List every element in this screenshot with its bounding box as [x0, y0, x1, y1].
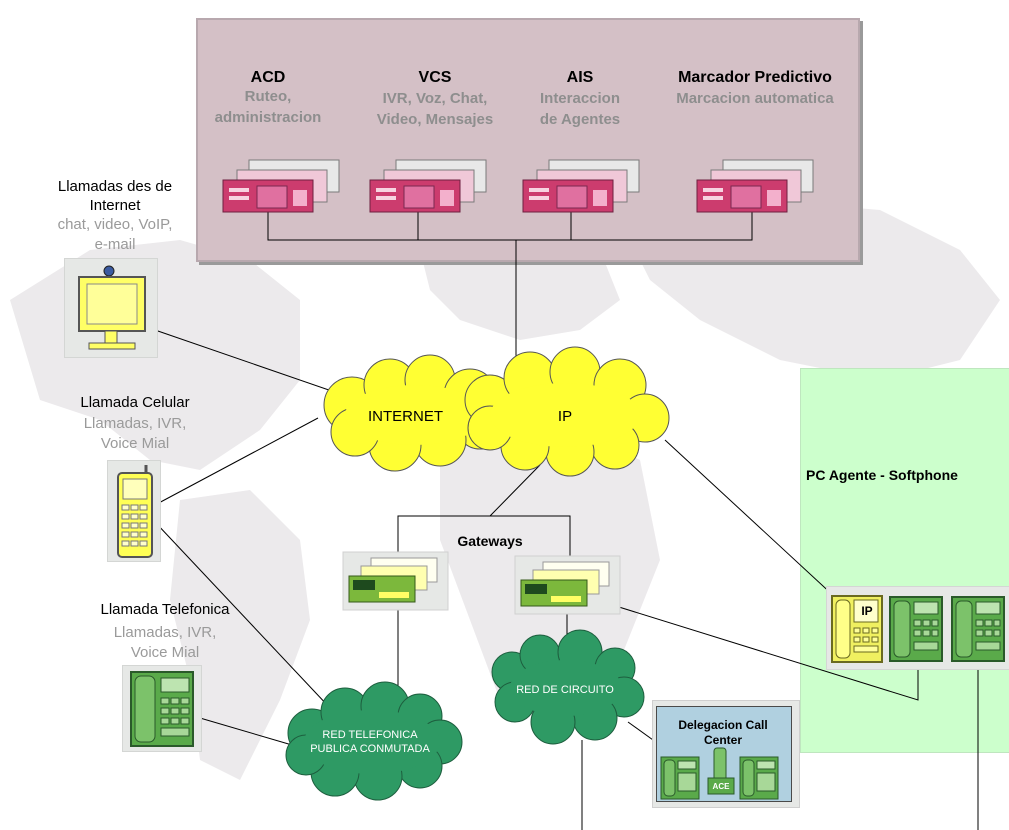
delegacion-phone-left-icon — [660, 756, 700, 800]
internet-calls-title-2: Internet — [89, 197, 141, 214]
red-telefonica-cloud — [285, 681, 463, 801]
red-telefonica-label-2: PUBLICA CONMUTADA — [310, 743, 430, 755]
ip-cloud — [464, 346, 670, 477]
cell-call-sub-1: Llamadas, IVR, — [83, 415, 187, 432]
ais-desc-1: Interaccion — [539, 90, 621, 107]
ip-phone-icon — [831, 595, 883, 663]
ip-cloud-label: IP — [557, 408, 573, 425]
delegacion-phone-right-icon — [739, 756, 779, 800]
marcador-desc-1: Marcacion automatica — [676, 90, 834, 107]
phone-call-title: Llamada Telefonica — [100, 601, 230, 618]
red-telefonica-label-1: RED TELEFONICA — [322, 729, 418, 741]
ace-handset-icon — [707, 747, 735, 795]
red-de-circuito-cloud — [491, 629, 645, 745]
phone-call-sub-2: Voice Mial — [130, 644, 200, 661]
ace-label: ACE — [712, 782, 730, 791]
agent-desk-phone-2-icon — [951, 596, 1005, 662]
marcador-title: Marcador Predictivo — [678, 69, 832, 86]
vcs-desc-2: Video, Mensajes — [376, 111, 494, 128]
ais-desc-2: de Agentes — [539, 111, 621, 128]
acd-desc-2: administracion — [214, 109, 322, 126]
acd-title: ACD — [250, 69, 286, 86]
delegacion-title-1: Delegacion Call — [678, 718, 768, 732]
gateways-label: Gateways — [457, 533, 523, 549]
internet-calls-sub-1: chat, video, VoIP, — [57, 216, 173, 233]
phone-call-sub-1: Llamadas, IVR, — [113, 624, 217, 641]
vcs-title: VCS — [418, 69, 452, 86]
internet-calls-title-1: Llamadas des de — [57, 178, 173, 195]
red-de-circuito-label: RED DE CIRCUITO — [516, 684, 614, 696]
delegacion-title-2: Center — [703, 733, 742, 747]
internet-cloud-label: INTERNET — [368, 408, 443, 425]
acd-desc-1: Ruteo, — [244, 88, 292, 105]
desk-phone-icon — [122, 665, 202, 752]
ip-phone-label: IP — [861, 604, 873, 618]
computer-monitor-icon — [64, 258, 158, 358]
pc-agent-panel — [800, 368, 1009, 753]
agent-desk-phone-icon — [889, 596, 943, 662]
ais-title: AIS — [566, 69, 594, 86]
call-center-server-panel — [196, 18, 860, 262]
vcs-desc-1: IVR, Voz, Chat, — [382, 90, 488, 107]
cell-call-sub-2: Voice Mial — [100, 435, 170, 452]
cell-phone-icon — [107, 460, 161, 562]
internet-calls-sub-2: e-mail — [94, 236, 136, 253]
pc-agent-label: PC Agente - Softphone — [806, 467, 958, 483]
cell-call-title: Llamada Celular — [80, 394, 190, 411]
